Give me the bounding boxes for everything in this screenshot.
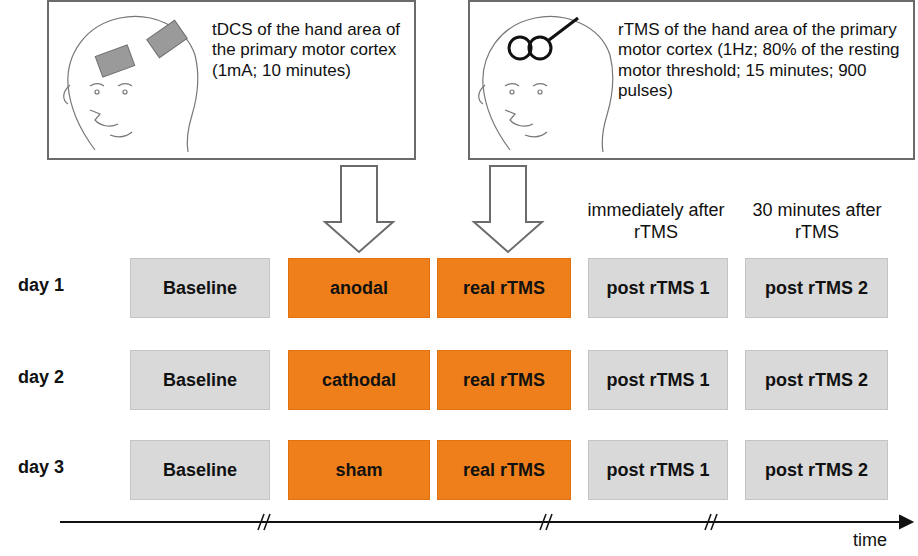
row-label: day 3 bbox=[18, 457, 108, 479]
axis-label: time bbox=[840, 530, 900, 552]
step-label: sham bbox=[331, 460, 386, 481]
step-label: Baseline bbox=[159, 370, 241, 391]
electrode-pads bbox=[95, 20, 187, 77]
stimulation-box: sham bbox=[288, 440, 430, 500]
measurement-box: post rTMS 1 bbox=[588, 440, 728, 500]
column-header: immediately after rTMS bbox=[583, 200, 729, 243]
stimulation-box: anodal bbox=[288, 258, 430, 318]
step-label: real rTMS bbox=[459, 278, 549, 299]
measurement-box: post rTMS 2 bbox=[745, 258, 888, 318]
head-sketch bbox=[479, 17, 613, 152]
step-label: real rTMS bbox=[459, 370, 549, 391]
step-label: Baseline bbox=[159, 278, 241, 299]
head-sketch bbox=[64, 17, 198, 152]
row-label: day 1 bbox=[18, 275, 108, 297]
step-label: Baseline bbox=[159, 460, 241, 481]
step-label: post rTMS 2 bbox=[761, 460, 872, 481]
measurement-box: Baseline bbox=[130, 350, 270, 410]
method-text: tDCS of the hand area of the primary mot… bbox=[212, 20, 408, 81]
step-label: real rTMS bbox=[459, 460, 549, 481]
measurement-box: post rTMS 2 bbox=[745, 350, 888, 410]
method-box: rTMS of the hand area of the primary mot… bbox=[468, 0, 915, 160]
step-label: post rTMS 1 bbox=[602, 460, 713, 481]
step-label: cathodal bbox=[318, 370, 400, 391]
time-axis bbox=[60, 516, 912, 528]
step-label: post rTMS 1 bbox=[602, 278, 713, 299]
tms-coil bbox=[509, 18, 578, 59]
step-label: anodal bbox=[326, 278, 392, 299]
method-text: rTMS of the hand area of the primary mot… bbox=[618, 20, 908, 102]
stimulation-box: real rTMS bbox=[437, 440, 571, 500]
measurement-box: post rTMS 1 bbox=[588, 350, 728, 410]
column-header: 30 minutes after rTMS bbox=[742, 200, 892, 243]
axis-break bbox=[258, 514, 717, 530]
measurement-box: post rTMS 2 bbox=[745, 440, 888, 500]
row-label: day 2 bbox=[18, 367, 108, 389]
stimulation-box: real rTMS bbox=[437, 258, 571, 318]
block-arrow bbox=[325, 166, 393, 252]
measurement-box: Baseline bbox=[130, 258, 270, 318]
step-label: post rTMS 2 bbox=[761, 370, 872, 391]
step-label: post rTMS 2 bbox=[761, 278, 872, 299]
stimulation-box: real rTMS bbox=[437, 350, 571, 410]
measurement-box: Baseline bbox=[130, 440, 270, 500]
block-arrow bbox=[474, 166, 542, 252]
step-label: post rTMS 1 bbox=[602, 370, 713, 391]
method-box: tDCS of the hand area of the primary mot… bbox=[47, 0, 416, 160]
stimulation-box: cathodal bbox=[288, 350, 430, 410]
measurement-box: post rTMS 1 bbox=[588, 258, 728, 318]
